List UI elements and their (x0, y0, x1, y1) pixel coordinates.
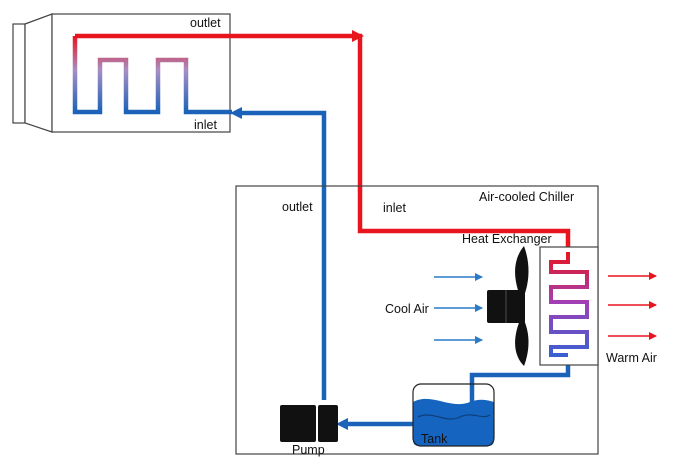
hot-supply-line (75, 33, 571, 252)
heat-exchanger-label: Heat Exchanger (462, 232, 552, 246)
hot-flow-arrowhead (352, 30, 364, 42)
machine-unit (12, 13, 231, 133)
pump-body-left (280, 405, 316, 442)
chiller-outlet-label: outlet (282, 200, 313, 214)
fan-blade-bottom (515, 320, 529, 366)
chiller-title: Air-cooled Chiller (479, 190, 574, 204)
machine-coil-pipe (72, 36, 232, 115)
machine-back-plate (12, 23, 26, 124)
pump (280, 405, 338, 442)
cold-flow-arrowhead-pump (336, 418, 348, 430)
pump-label: Pump (292, 443, 325, 457)
chiller-inlet-label: inlet (383, 201, 406, 215)
fan-blade-top (515, 246, 529, 296)
machine-body (51, 13, 231, 133)
cold-flow-arrowhead-machine (230, 107, 242, 119)
warm-air-label: Warm Air (606, 351, 657, 365)
machine-inlet-label: inlet (194, 118, 217, 132)
tank-outline (412, 383, 495, 447)
tank-label: Tank (421, 432, 448, 446)
condenser-fan (487, 246, 529, 366)
tank-wave (417, 414, 491, 420)
pump-body-right (318, 405, 338, 442)
machine-side-panel (24, 13, 53, 133)
machine-outlet-label: outlet (190, 16, 221, 30)
cool-air-label: Cool Air (385, 302, 429, 316)
heat-exchanger-coil (549, 252, 589, 357)
water-tank (412, 383, 495, 447)
tank-water (413, 398, 494, 446)
